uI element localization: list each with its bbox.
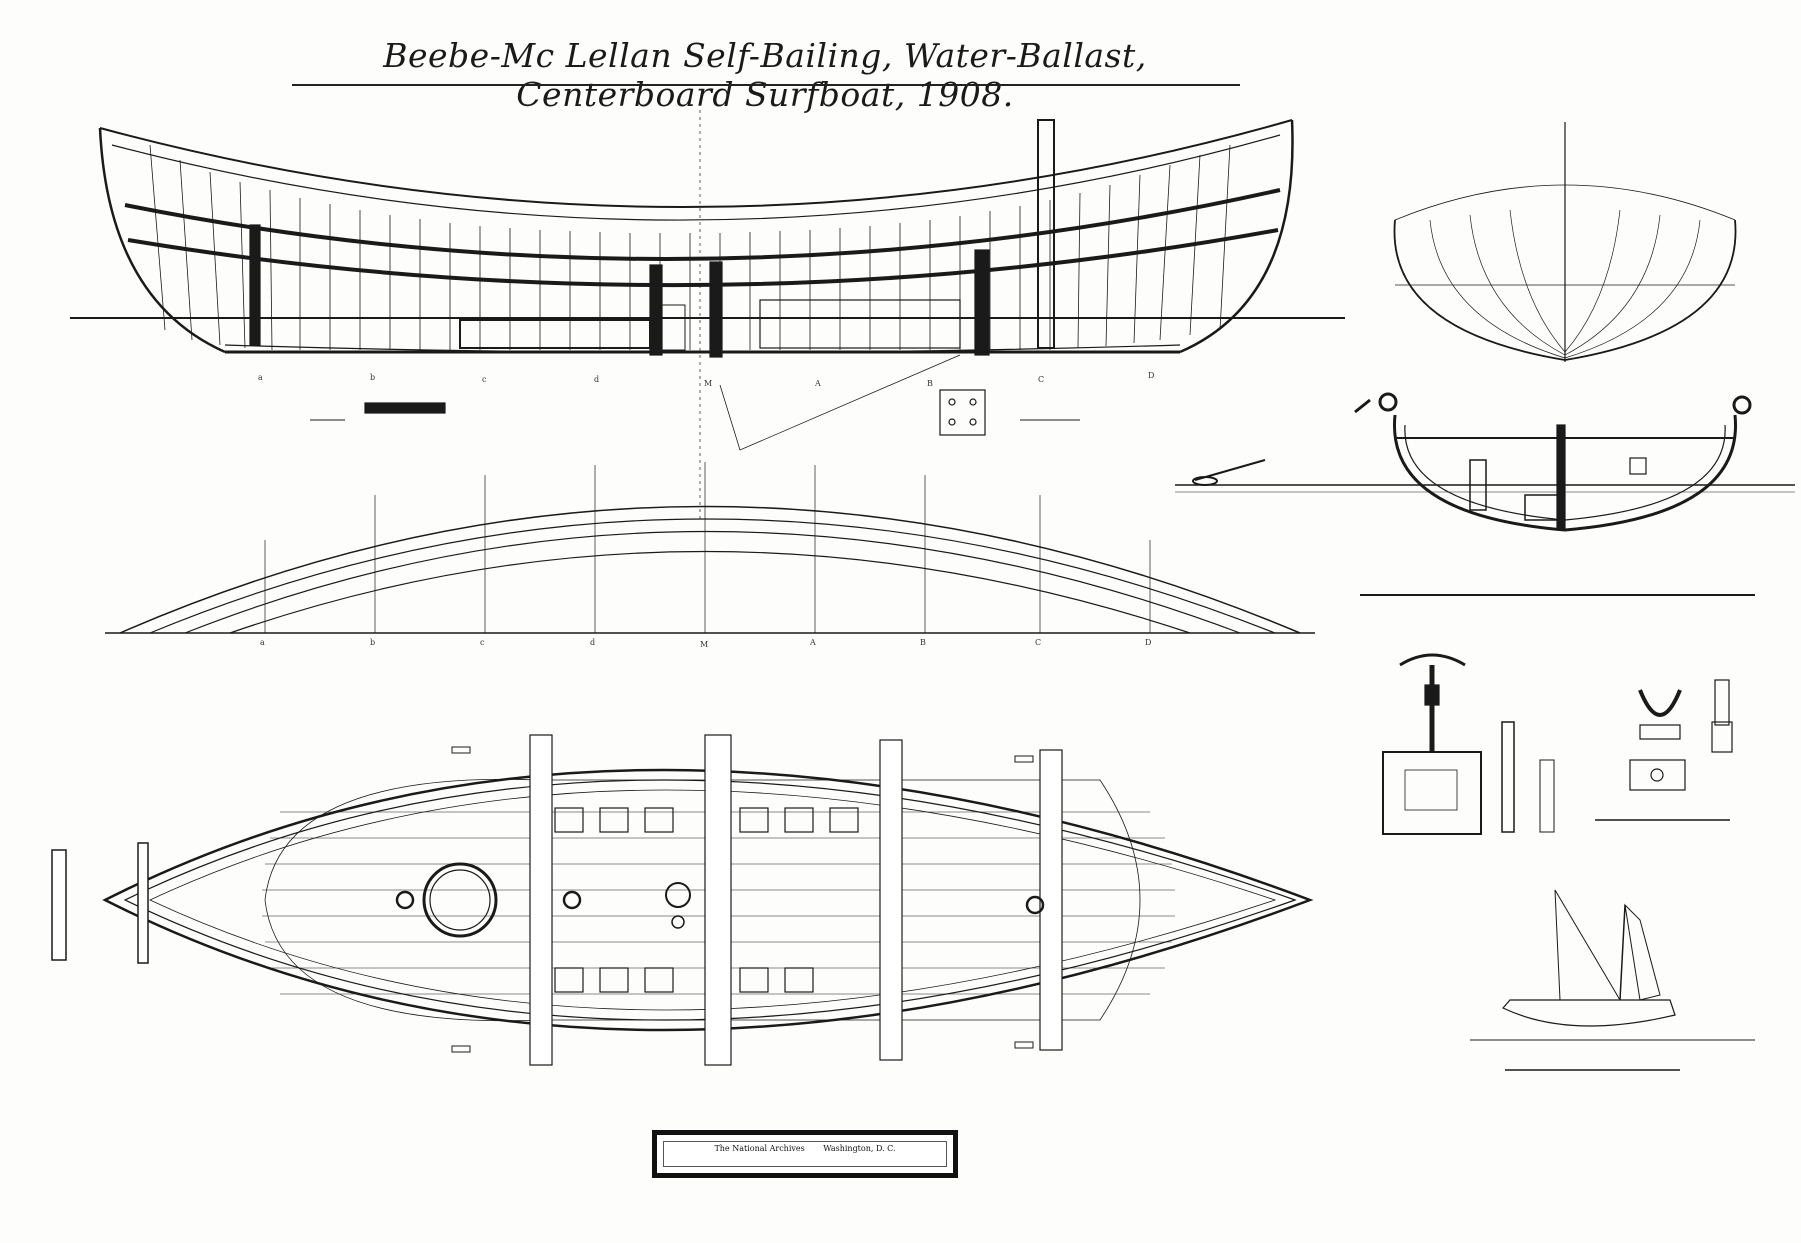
archive-name: The National Archives	[714, 1144, 805, 1153]
svg-text:A: A	[814, 379, 821, 388]
svg-text:c: c	[480, 638, 485, 647]
lines-view	[105, 462, 1315, 634]
body-plan	[1393, 122, 1737, 362]
archive-label-text: The National Archives Washington, D. C.	[657, 1144, 953, 1153]
scale-bars	[310, 419, 1755, 1071]
archive-label: The National Archives Washington, D. C.	[652, 1130, 958, 1178]
svg-text:B: B	[920, 638, 926, 647]
profile-view	[70, 110, 1345, 520]
lines-stations: a b c d M A B C D	[260, 638, 1151, 649]
archive-label-frame	[663, 1141, 947, 1167]
svg-text:d: d	[590, 638, 595, 647]
svg-text:c: c	[482, 375, 487, 384]
svg-text:D: D	[1145, 638, 1151, 647]
title-underline	[292, 84, 1240, 86]
fittings	[1382, 653, 1733, 835]
svg-text:C: C	[1038, 375, 1044, 384]
svg-text:d: d	[594, 375, 599, 384]
deck-plan	[51, 734, 1314, 1066]
sail-sketch	[1470, 889, 1755, 1041]
svg-text:a: a	[260, 638, 265, 647]
svg-text:M: M	[700, 640, 708, 649]
svg-text:A: A	[809, 638, 816, 647]
drawing-title: Beebe-Mc Lellan Self-Bailing, Water-Ball…	[383, 36, 1147, 114]
profile-stations: a b c d M A B C D	[258, 371, 1154, 388]
midship-section	[1175, 392, 1795, 532]
svg-text:B: B	[927, 379, 933, 388]
svg-text:C: C	[1035, 638, 1041, 647]
svg-text:D: D	[1148, 371, 1154, 380]
archive-location: Washington, D. C.	[823, 1144, 896, 1153]
svg-text:M: M	[704, 379, 712, 388]
profile-frames	[149, 144, 1231, 351]
svg-text:b: b	[370, 373, 375, 382]
svg-text:b: b	[370, 638, 375, 647]
svg-text:a: a	[258, 373, 263, 382]
